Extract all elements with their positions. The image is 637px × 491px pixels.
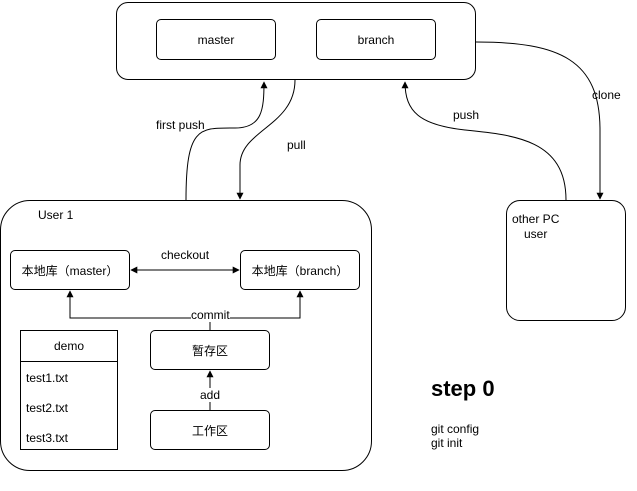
push-arrow bbox=[401, 81, 567, 201]
remote-master-label: master bbox=[197, 32, 235, 47]
remote-branch-node: branch bbox=[316, 19, 436, 60]
staging-area-label: 暂存区 bbox=[191, 343, 228, 358]
user1-title: User 1 bbox=[38, 208, 74, 222]
workspace-node: 工作区 bbox=[150, 410, 270, 450]
pull-label: pull bbox=[287, 138, 306, 152]
clone-label: clone bbox=[592, 88, 621, 102]
demo-title: demo bbox=[53, 339, 85, 353]
local-master-label: 本地库（master） bbox=[21, 263, 119, 278]
step-title: step 0 bbox=[431, 376, 495, 401]
pull-arrow bbox=[236, 79, 296, 200]
commit-arrow-master bbox=[66, 290, 211, 330]
clone-arrow bbox=[475, 41, 604, 200]
step-command: git config bbox=[431, 422, 480, 436]
remote-branch-label: branch bbox=[357, 32, 395, 47]
first-push-label: first push bbox=[156, 118, 205, 132]
local-branch-node: 本地库（branch） bbox=[240, 250, 360, 290]
add-label: add bbox=[200, 388, 221, 402]
remote-master-node: master bbox=[156, 19, 276, 60]
first-push-arrow bbox=[185, 81, 268, 201]
commit-label: commit bbox=[191, 308, 230, 322]
push-label: push bbox=[453, 108, 480, 122]
other-pc-user-label: user bbox=[524, 227, 548, 241]
demo-file-list: demo test1.txt test2.txt test3.txt bbox=[20, 330, 118, 450]
workspace-label: 工作区 bbox=[191, 423, 228, 438]
demo-header: demo bbox=[21, 331, 117, 362]
staging-area-node: 暂存区 bbox=[150, 330, 270, 370]
step-command: git init bbox=[431, 436, 463, 450]
list-item: test2.txt bbox=[26, 401, 69, 415]
commit-arrow-branch bbox=[210, 290, 304, 319]
local-master-node: 本地库（master） bbox=[10, 250, 130, 290]
list-item: test3.txt bbox=[26, 431, 69, 445]
checkout-label: checkout bbox=[161, 248, 210, 262]
other-pc-container bbox=[506, 200, 626, 321]
list-item: test1.txt bbox=[26, 371, 69, 385]
other-pc-label: other PC bbox=[512, 212, 560, 226]
local-branch-label: 本地库（branch） bbox=[251, 263, 349, 278]
